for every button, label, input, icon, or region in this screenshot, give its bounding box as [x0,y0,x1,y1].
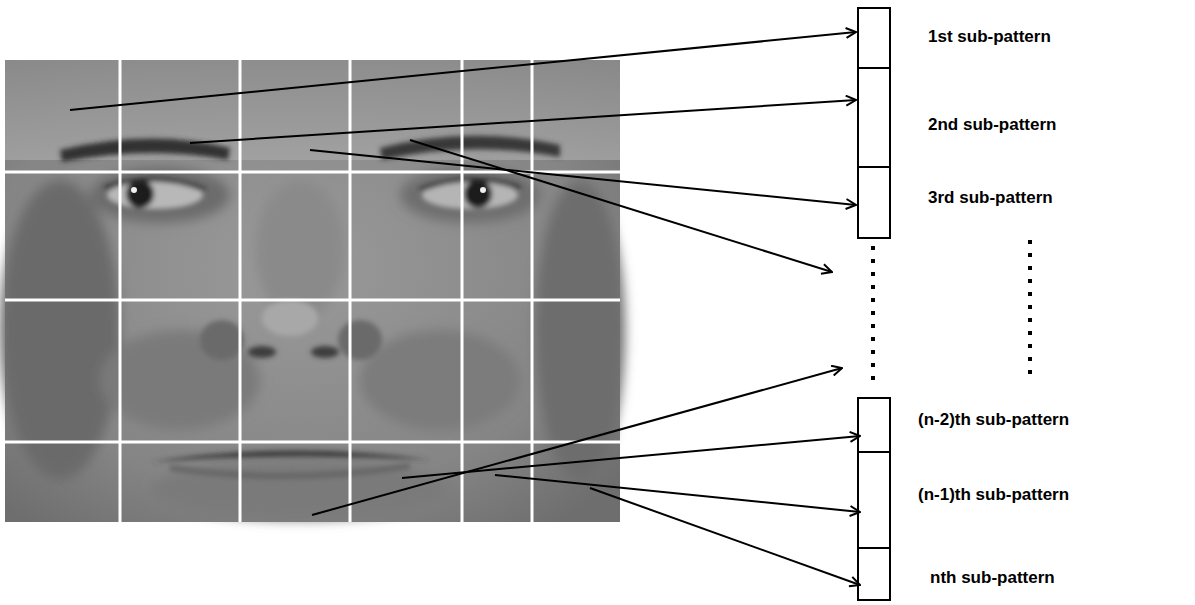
ellipsis-dots [873,240,1030,388]
sub-pattern-label: (n-1)th sub-pattern [918,485,1069,505]
sub-pattern-label: nth sub-pattern [930,568,1055,588]
grid-lines [5,60,620,522]
sub-pattern-label: 1st sub-pattern [928,27,1051,47]
pattern-bar [858,8,890,600]
leader-arrows [70,32,860,585]
sub-pattern-label: 2nd sub-pattern [928,115,1056,135]
sub-pattern-label: (n-2)th sub-pattern [918,410,1069,430]
face-photo [0,60,625,522]
sub-pattern-label: 3rd sub-pattern [928,188,1053,208]
